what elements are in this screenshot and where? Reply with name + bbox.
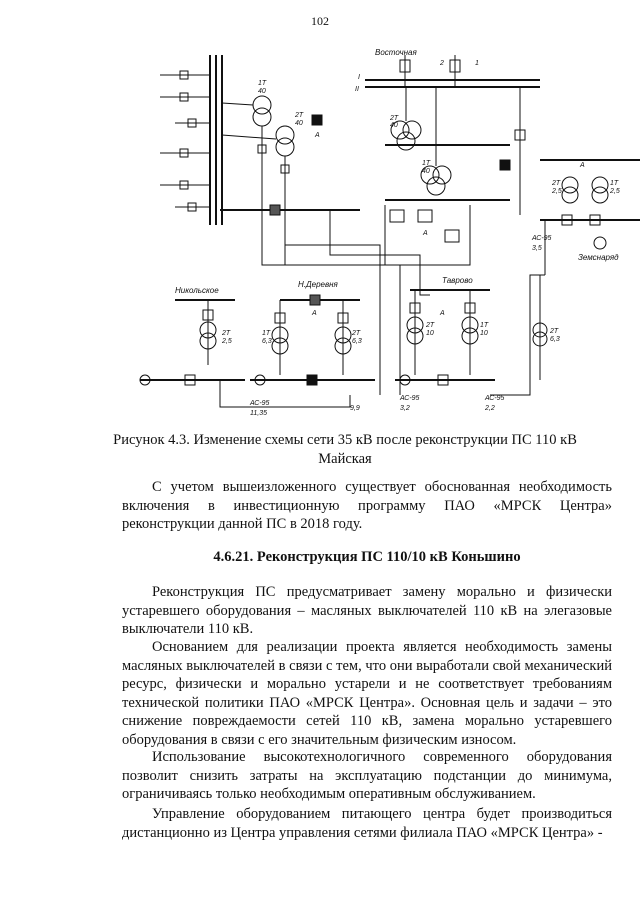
label-line-ac95-a: АС-95 <box>249 400 270 407</box>
label-line-ac95-c: АС-95 <box>484 395 505 402</box>
label-vostochnaya: Восточная <box>375 48 417 57</box>
label-t2-nik: 2Т <box>221 330 231 337</box>
label-bus-2: 2 <box>439 60 444 67</box>
label-t2-nd: 2Т <box>351 330 361 337</box>
label-len-c: 3,2 <box>400 405 410 412</box>
label-line-ac95-b: АС-95 <box>399 395 420 402</box>
label-t1-east: 1Т <box>422 160 431 167</box>
section-heading: 4.6.21. Реконструкция ПС 110/10 кВ Коньш… <box>213 549 521 565</box>
label-t2-east-val: 40 <box>390 122 398 129</box>
label-t2-right: 2Т <box>549 328 559 335</box>
label-line-ac95-d: АС-95 <box>531 235 552 242</box>
label-t1-zem: 1Т <box>610 180 619 187</box>
paragraph-3: Основанием для реализации проекта являет… <box>122 639 612 748</box>
label-zemsnaryad: Земснаряд <box>578 253 619 262</box>
label-t2-tav: 2Т <box>425 322 435 329</box>
label-t1-main: 1Т <box>258 80 267 87</box>
network-diagram: Восточная 2 1 I II 1Т 40 2Т 40 А 2Т 40 1… <box>100 35 640 425</box>
label-tagrovo: Таврово <box>442 276 473 285</box>
label-bus-I: I <box>358 74 360 81</box>
label-len-d: 2,2 <box>484 405 495 412</box>
label-t2-nik-val: 2,5 <box>221 338 232 345</box>
label-n-derevnya: Н.Деревня <box>298 280 339 289</box>
label-len-b: 9,9 <box>350 405 360 412</box>
page-number: 102 <box>311 14 329 28</box>
paragraph-2: Реконструкция ПС предусматривает замену … <box>122 584 612 637</box>
label-nikolskoe: Никольское <box>175 286 219 295</box>
label-t1-zem-val: 2,5 <box>609 188 620 195</box>
label-len-a: 11,35 <box>250 410 267 417</box>
label-t2-right-val: 6,3 <box>550 336 560 343</box>
label-t1-east-val: 40 <box>422 168 430 175</box>
label-t2-east: 2Т <box>389 115 399 122</box>
label-t2-tav-val: 10 <box>426 330 434 337</box>
label-t2-main: 2Т <box>294 112 304 119</box>
label-sw-A5: А <box>439 310 445 317</box>
label-t1-nd-val: 6,3 <box>262 338 272 345</box>
label-t2-main-val: 40 <box>295 120 303 127</box>
label-sw-A3: А <box>579 162 585 169</box>
label-len-e: 3,5 <box>532 245 542 252</box>
label-t2-zem: 2Т <box>551 180 561 187</box>
label-sw-A1: А <box>314 132 320 139</box>
figure-caption: Рисунок 4.3. Изменение схемы сети 35 кВ … <box>113 432 577 467</box>
label-t1-nd: 1Т <box>262 330 271 337</box>
label-sw-A4: А <box>311 310 317 317</box>
label-t1-main-val: 40 <box>258 88 266 95</box>
label-sw-A2: А <box>422 230 428 237</box>
paragraph-5: Управление оборудованием питающего центр… <box>122 806 612 841</box>
label-t2-zem-val: 2,5 <box>551 188 562 195</box>
label-bus-1: 1 <box>475 60 479 67</box>
paragraph-4: Использование высокотехнологичного совре… <box>122 749 612 802</box>
network-schematic: Восточная 2 1 I II 1Т 40 2Т 40 А 2Т 40 1… <box>139 48 640 417</box>
paragraph-1: С учетом вышеизложенного существует обос… <box>122 479 612 532</box>
label-t1-tav: 1Т <box>480 322 489 329</box>
label-t2-nd-val: 6,3 <box>352 338 362 345</box>
label-bus-II: II <box>355 86 359 93</box>
label-t1-tav-val: 10 <box>480 330 488 337</box>
